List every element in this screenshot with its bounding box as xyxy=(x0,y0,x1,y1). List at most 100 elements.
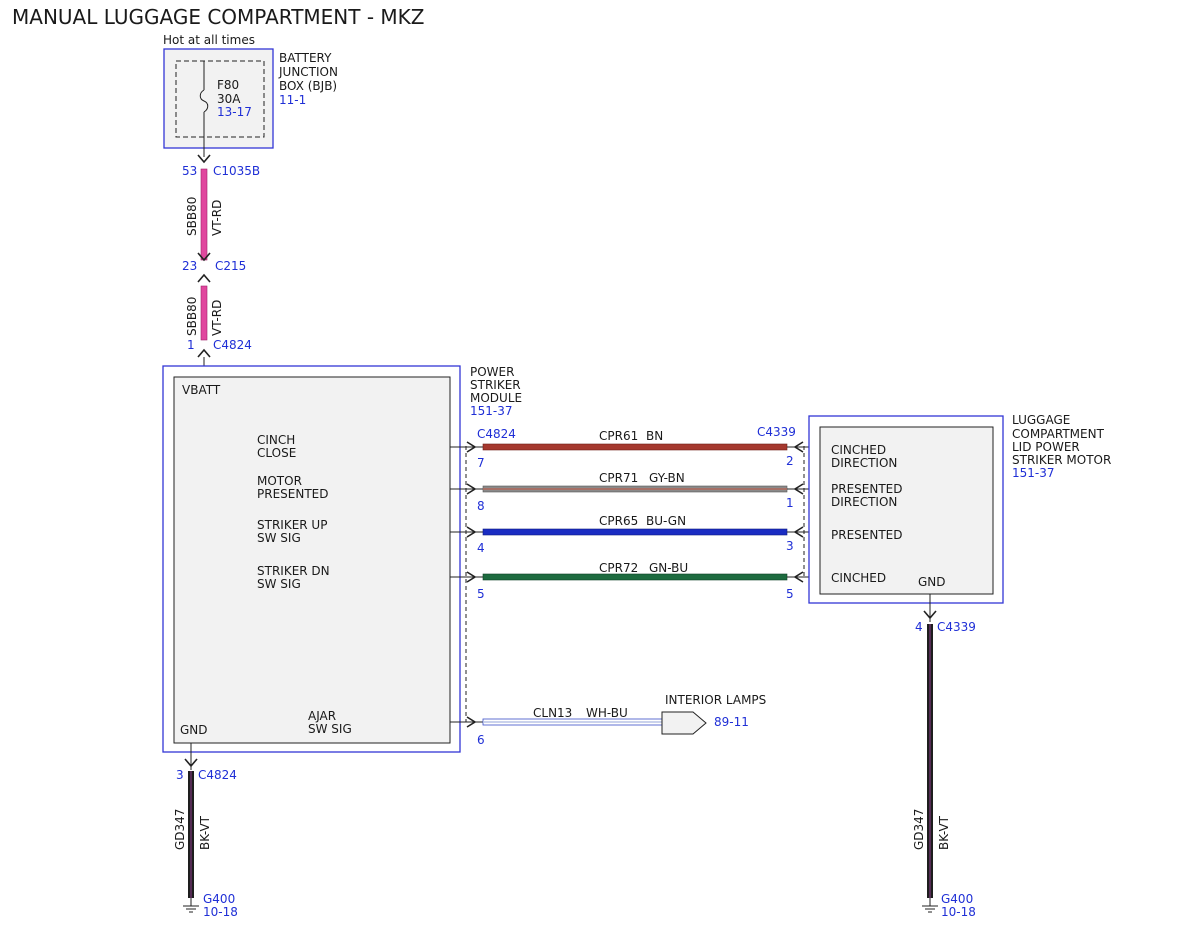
striker-module-vbatt: VBATT xyxy=(182,383,221,397)
ground-right-ref: 10-18 xyxy=(941,905,976,919)
wire-sbb80-color-2: VT-RD xyxy=(210,300,224,336)
wire-cpr61-color: BN xyxy=(646,429,663,443)
ground-left-arrow xyxy=(184,758,198,768)
motor-name-line1: LUGGAGE xyxy=(1012,413,1070,427)
bjb-name-line3: BOX (BJB) xyxy=(279,79,337,93)
striker-module-name-line2: STRIKER xyxy=(470,378,521,392)
bjb-fuse-area xyxy=(175,60,265,138)
wire-cpr65 xyxy=(482,528,788,536)
bjb-box xyxy=(163,48,274,149)
pin-striker-dn-line2: SW SIG xyxy=(257,577,301,591)
motor-pin-presented: PRESENTED xyxy=(831,528,902,542)
wire-sbb80-circuit-1: SBB80 xyxy=(185,197,199,236)
wire-cpr65-left-pin: 4 xyxy=(477,541,485,555)
bjb-name-line2: JUNCTION xyxy=(278,65,338,79)
fuse-name: F80 xyxy=(217,78,239,92)
signal-right-connector: C4339 xyxy=(757,425,796,439)
arrow-cpr72-left xyxy=(466,571,477,583)
arrow-cpr61-right xyxy=(793,441,804,453)
ground-right-color: BK-VT xyxy=(937,815,951,850)
bjb-ref: 11-1 xyxy=(279,93,306,107)
wire-cln13-circuit: CLN13 xyxy=(533,706,572,720)
diagram-title: MANUAL LUGGAGE COMPARTMENT - MKZ xyxy=(12,5,424,29)
wire-cpr65-circuit: CPR65 xyxy=(599,514,638,528)
wire-cpr61-left-pin: 7 xyxy=(477,456,485,470)
wire-cln13-color: WH-BU xyxy=(586,706,628,720)
wire-cpr72-circuit: CPR72 xyxy=(599,561,638,575)
wire-cpr71-color: GY-BN xyxy=(649,471,685,485)
ground-right-arrow xyxy=(923,610,937,620)
c1035b-arrow xyxy=(197,154,211,164)
pin-ajar-line2: SW SIG xyxy=(308,722,352,736)
signal-left-connector: C4824 xyxy=(477,427,516,441)
striker-module-body xyxy=(173,376,451,744)
motor-pin-presented-dir-line2: DIRECTION xyxy=(831,495,897,509)
wire-sbb80-circuit-2: SBB80 xyxy=(185,297,199,336)
ground-right-circuit: GD347 xyxy=(912,809,926,850)
ground-right-connector: C4339 xyxy=(937,620,976,634)
motor-gnd: GND xyxy=(918,575,946,589)
ground-left-circuit: GD347 xyxy=(173,809,187,850)
fuse-ref: 13-17 xyxy=(217,105,252,119)
wire-cln13-pin: 6 xyxy=(477,733,485,747)
ground-left-pin: 3 xyxy=(176,768,184,782)
c4824-pin1-arrow xyxy=(197,348,211,358)
motor-name-line3: LID POWER xyxy=(1012,440,1080,454)
wire-sbb80-color-1: VT-RD xyxy=(210,200,224,236)
ground-right-pin: 4 xyxy=(915,620,923,634)
motor-name-line2: COMPARTMENT xyxy=(1012,427,1105,441)
pin-cinch-close-line1: CINCH xyxy=(257,433,295,447)
interior-lamps-pointer xyxy=(661,711,707,735)
wire-cpr65-right-pin: 3 xyxy=(786,539,794,553)
motor-name-line4: STRIKER MOTOR xyxy=(1012,453,1111,467)
c215-arrow-upper xyxy=(197,252,211,262)
striker-module-name-line3: MODULE xyxy=(470,391,522,405)
c215-arrow-lower xyxy=(197,273,211,283)
arrow-cpr61-left xyxy=(466,441,477,453)
wire-sbb80-segment1 xyxy=(200,168,208,261)
motor-body xyxy=(819,426,994,595)
pin-striker-up-line2: SW SIG xyxy=(257,531,301,545)
c1035b-pin: 53 xyxy=(182,164,197,178)
ground-right-name: G400 xyxy=(941,892,973,906)
pin-cinch-close-line2: CLOSE xyxy=(257,446,296,460)
motor-ref: 151-37 xyxy=(1012,466,1055,480)
c4824-pin1: 1 xyxy=(187,338,195,352)
pin-striker-up-line1: STRIKER UP xyxy=(257,518,327,532)
interior-lamps-ref: 89-11 xyxy=(714,715,749,729)
wire-cpr61-right-pin: 2 xyxy=(786,454,794,468)
pin-ajar-line1: AJAR xyxy=(308,709,336,723)
motor-pin-cinched: CINCHED xyxy=(831,571,886,585)
bjb-name-line1: BATTERY xyxy=(279,51,332,65)
c215-name: C215 xyxy=(215,259,246,273)
fuse-rating: 30A xyxy=(217,92,241,106)
wire-cpr72-right-pin: 5 xyxy=(786,587,794,601)
wire-cpr72-color: GN-BU xyxy=(649,561,688,575)
interior-lamps-label: INTERIOR LAMPS xyxy=(665,693,766,707)
fuse-symbol xyxy=(199,89,209,113)
arrow-cpr71-left xyxy=(466,483,477,495)
pin-motor-presented-line1: MOTOR xyxy=(257,474,302,488)
motor-pin-cinched-dir-line2: DIRECTION xyxy=(831,456,897,470)
wire-cpr71-circuit: CPR71 xyxy=(599,471,638,485)
motor-pin-presented-dir-line1: PRESENTED xyxy=(831,482,902,496)
pin-motor-presented-line2: PRESENTED xyxy=(257,487,328,501)
wire-cpr65-color: BU-GN xyxy=(646,514,686,528)
arrow-cpr65-left xyxy=(466,526,477,538)
arrow-cpr72-right xyxy=(793,571,804,583)
ground-left-connector: C4824 xyxy=(198,768,237,782)
wire-cpr72-left-pin: 5 xyxy=(477,587,485,601)
ground-left-ref: 10-18 xyxy=(203,905,238,919)
arrow-cpr65-right xyxy=(793,526,804,538)
c1035b-name: C1035B xyxy=(213,164,260,178)
striker-module-name-line1: POWER xyxy=(470,365,514,379)
striker-module-ref: 151-37 xyxy=(470,404,513,418)
wire-cpr61-circuit: CPR61 xyxy=(599,429,638,443)
arrow-cpr71-right xyxy=(793,483,804,495)
wire-sbb80-segment2 xyxy=(200,285,208,341)
arrow-cln13 xyxy=(466,716,477,728)
pin-striker-dn-line1: STRIKER DN xyxy=(257,564,330,578)
ground-left-color: BK-VT xyxy=(198,815,212,850)
ground-left-name: G400 xyxy=(203,892,235,906)
